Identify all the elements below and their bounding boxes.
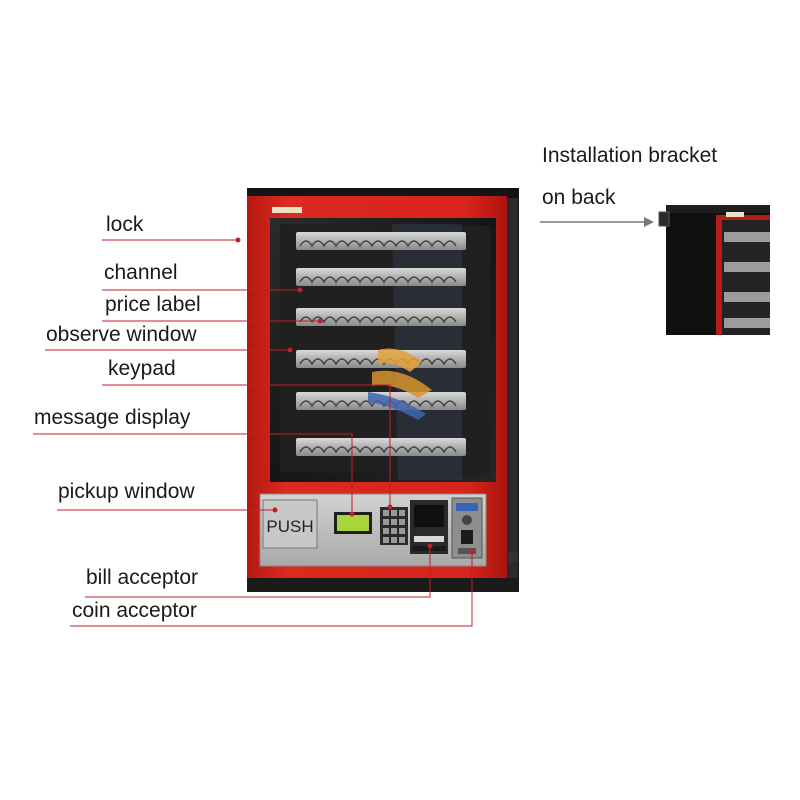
pickup-window-label: pickup window [58, 480, 195, 503]
lock-label: lock [106, 213, 144, 236]
brand-logo [272, 207, 302, 213]
message-display-label: message display [34, 406, 191, 429]
bill-acceptor-label: bill acceptor [86, 566, 199, 589]
watermark-logo [368, 348, 432, 420]
keypad-label: keypad [108, 357, 176, 380]
push-text: PUSH [266, 517, 313, 536]
message-display [334, 512, 372, 534]
bill-acceptor[interactable] [410, 500, 448, 554]
installation-bracket-inset [540, 205, 770, 335]
leader-lines [33, 239, 473, 627]
price-label-label: price label [105, 293, 201, 316]
inset-caption-line2: on back [542, 186, 616, 209]
channel-trays [296, 232, 466, 456]
coin-acceptor[interactable] [451, 497, 483, 559]
inset-caption-line1: Installation bracket [542, 144, 718, 167]
pickup-window[interactable]: PUSH [262, 499, 318, 549]
channel-label: channel [104, 261, 178, 284]
leader-dots [235, 237, 475, 555]
observe-window-label: observe window [46, 323, 197, 346]
observe-window [270, 218, 496, 482]
coin-acceptor-label: coin acceptor [72, 599, 197, 622]
keypad[interactable] [380, 507, 408, 545]
